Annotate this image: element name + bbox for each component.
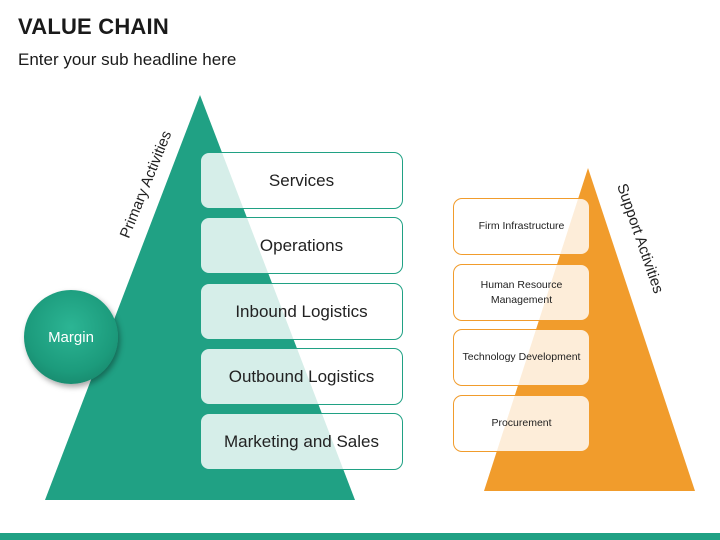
primary-item-inbound-logistics: Inbound Logistics <box>200 283 403 340</box>
margin-label: Margin <box>48 328 94 346</box>
support-item-firm-infrastructure: Firm Infrastructure <box>453 198 590 255</box>
primary-item-outbound-logistics: Outbound Logistics <box>200 348 403 405</box>
page-subtitle: Enter your sub headline here <box>18 50 237 69</box>
support-item-procurement: Procurement <box>453 395 590 452</box>
page-title: VALUE CHAIN <box>18 14 169 39</box>
primary-item-services: Services <box>200 152 403 209</box>
margin-circle: Margin <box>24 290 118 384</box>
bottom-accent-bar <box>0 533 720 540</box>
primary-item-marketing-and-sales: Marketing and Sales <box>200 413 403 470</box>
primary-item-operations: Operations <box>200 217 403 274</box>
support-item-technology-development: Technology Development <box>453 329 590 386</box>
support-item-human-resource-management: Human Resource Management <box>453 264 590 321</box>
